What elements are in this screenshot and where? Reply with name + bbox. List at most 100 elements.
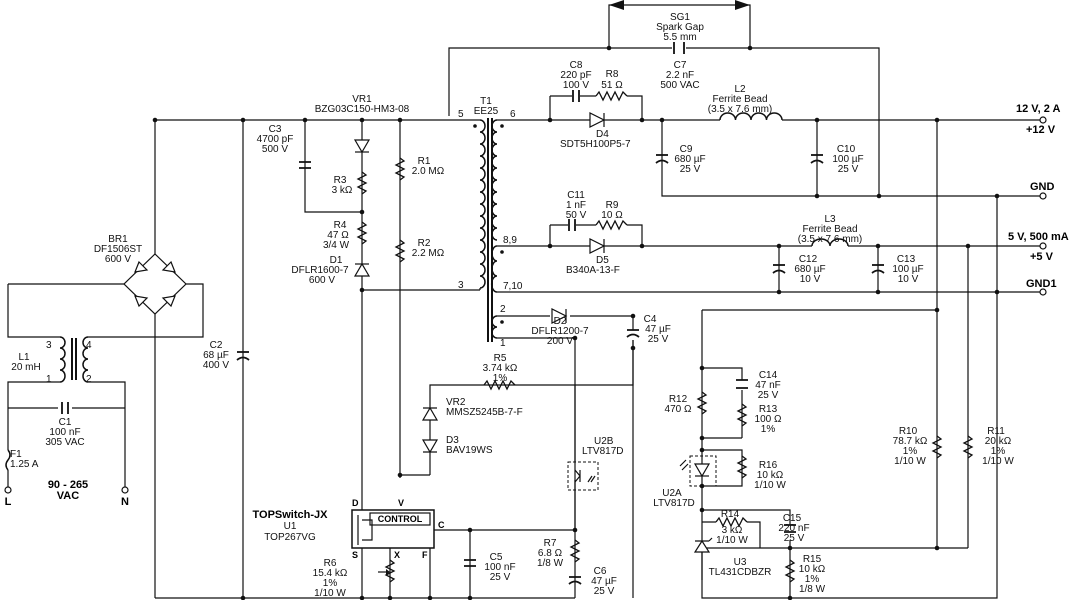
c9-value: 680 µF bbox=[674, 154, 705, 165]
r10-ref: R10 bbox=[899, 426, 918, 437]
c2-value: 68 µF bbox=[203, 350, 229, 361]
c14-value: 47 nF bbox=[755, 380, 781, 391]
capacitor-c12: C12 680 µF 10 V bbox=[772, 254, 826, 285]
r15-rating: 1/8 W bbox=[799, 584, 826, 595]
r15-value: 10 kΩ bbox=[799, 564, 826, 575]
u3-ref: U3 bbox=[734, 557, 747, 568]
u2b-ref: U2B bbox=[594, 436, 614, 447]
c2-rating: 400 V bbox=[203, 360, 229, 371]
c5-rating: 25 V bbox=[490, 572, 511, 583]
r3-value: 3 kΩ bbox=[332, 185, 353, 196]
u3-anode-wire bbox=[701, 552, 790, 599]
r10-tol: 1% bbox=[903, 446, 918, 457]
u3-part: TL431CDBZR bbox=[709, 567, 772, 578]
l3-ref: L3 bbox=[824, 214, 836, 225]
diode-d2: D2 DFLR1200-7 200 V bbox=[531, 308, 589, 347]
r8-value: 51 Ω bbox=[601, 80, 623, 91]
r3-ref: R3 bbox=[334, 175, 347, 186]
resistor-r7: R7 6.8 Ω 1/8 W bbox=[537, 538, 581, 569]
inductor-l2: L2 Ferrite Bead (3.5 x 7.6 mm) bbox=[708, 84, 783, 121]
input-voltage-range: 90 - 265 bbox=[48, 479, 88, 491]
bridge-rectifier-br1: BR1 DF1506ST 600 V bbox=[94, 234, 187, 315]
u1-pin-c: C bbox=[438, 520, 445, 530]
u2b-part: LTV817D bbox=[582, 446, 624, 457]
r10-value: 78.7 kΩ bbox=[893, 436, 928, 447]
r5-tol: 1% bbox=[493, 373, 508, 384]
output-gnd-label: GND bbox=[1030, 181, 1055, 193]
c1-value: 100 nF bbox=[49, 427, 80, 438]
u1-ref: U1 bbox=[284, 521, 297, 532]
resistor-r4: R4 47 Ω 3/4 W bbox=[323, 220, 368, 251]
c13-rating: 10 V bbox=[898, 274, 919, 285]
choke-l1: L1 20 mH 3 4 1 2 bbox=[11, 336, 92, 385]
c11-rating: 50 V bbox=[566, 210, 587, 221]
l3-name: Ferrite Bead bbox=[802, 224, 857, 235]
l1-value: 20 mH bbox=[11, 362, 40, 373]
r6-tol: 1% bbox=[323, 578, 338, 589]
r13-ref: R13 bbox=[759, 404, 778, 415]
transformer-t1: T1 EE25 5 6 3 8,9 7,10 2 1 bbox=[458, 96, 523, 349]
c12-ref: C12 bbox=[799, 254, 818, 265]
r12-ref: R12 bbox=[669, 394, 688, 405]
t1-pin5: 5 bbox=[458, 109, 464, 120]
u2a-ref: U2A bbox=[662, 488, 682, 499]
spark-gap-sg1: SG1 Spark Gap 5.5 mm bbox=[609, 0, 750, 43]
f1-ref: F1 bbox=[10, 449, 22, 460]
r13-value: 100 Ω bbox=[755, 414, 782, 425]
diode-d4: D4 SDT5H100P5-7 bbox=[560, 112, 631, 150]
l1-ref: L1 bbox=[18, 352, 30, 363]
output-12v-spec: 12 V, 2 A bbox=[1016, 103, 1060, 115]
u1-pin-x: X bbox=[394, 550, 400, 560]
output-5v-spec: 5 V, 500 mA bbox=[1008, 231, 1069, 243]
vr2-part: MMSZ5245B-7-F bbox=[446, 407, 523, 418]
r7-ref: R7 bbox=[544, 538, 557, 549]
junctions bbox=[152, 45, 1000, 600]
r7-value: 6.8 Ω bbox=[538, 548, 563, 559]
sg1-ref: SG1 bbox=[670, 12, 690, 23]
r11-rating: 1/10 W bbox=[982, 456, 1014, 467]
r5-value: 3.74 kΩ bbox=[483, 363, 518, 374]
d2-ref: D2 bbox=[554, 316, 567, 327]
t1-pin710: 7,10 bbox=[503, 281, 523, 292]
l2-name: Ferrite Bead bbox=[712, 94, 767, 105]
t1-pin1: 1 bbox=[500, 338, 506, 349]
d1-rating: 600 V bbox=[309, 275, 335, 286]
l3-size: (3.5 x 7.6 mm) bbox=[798, 234, 862, 245]
capacitor-c7: C7 2.2 nF 500 VAC bbox=[660, 42, 700, 91]
c4-ref: C4 bbox=[644, 314, 657, 325]
c12-rating: 10 V bbox=[800, 274, 821, 285]
capacitor-c15: C15 220 nF 25 V bbox=[778, 513, 809, 544]
c9-ref: C9 bbox=[680, 144, 693, 155]
c13-ref: C13 bbox=[897, 254, 916, 265]
r11-tol: 1% bbox=[991, 446, 1006, 457]
r14-ref: R14 bbox=[721, 509, 740, 520]
resistor-r15: R15 10 kΩ 1% 1/8 W bbox=[784, 554, 826, 595]
r8-ref: R8 bbox=[606, 69, 619, 80]
r14-rating: 1/10 W bbox=[716, 535, 748, 546]
resistor-r10: R10 78.7 kΩ 1% 1/10 W bbox=[893, 426, 943, 467]
c3-value: 4700 pF bbox=[257, 134, 294, 145]
resistor-r8: R8 51 Ω bbox=[595, 69, 628, 102]
zener-vr1: VR1 BZG03C150-HM3-08 bbox=[315, 94, 410, 154]
r6-ref: R6 bbox=[324, 558, 337, 569]
c15-ref: C15 bbox=[783, 513, 802, 524]
t1-part: EE25 bbox=[474, 106, 499, 117]
c2-ref: C2 bbox=[210, 340, 223, 351]
d5-ref: D5 bbox=[596, 255, 609, 266]
vr2-ref: VR2 bbox=[446, 397, 466, 408]
capacitor-c11: C11 1 nF 50 V bbox=[566, 190, 587, 231]
capacitor-c9: C9 680 µF 25 V bbox=[655, 144, 706, 175]
vr1-part: BZG03C150-HM3-08 bbox=[315, 104, 410, 115]
u1-part: TOP267VG bbox=[264, 532, 316, 543]
input-voltage-unit: VAC bbox=[57, 490, 79, 502]
capacitor-c4: C4 47 µF 25 V bbox=[626, 314, 671, 345]
diode-d5: D5 B340A-13-F bbox=[566, 238, 630, 276]
r1-ref: R1 bbox=[418, 156, 431, 167]
f1-value: 1.25 A bbox=[10, 459, 39, 470]
r16-ref: R16 bbox=[759, 460, 778, 471]
c11-ref: C11 bbox=[567, 190, 585, 201]
c6-rating: 25 V bbox=[594, 586, 615, 597]
d2-part: DFLR1200-7 bbox=[531, 326, 589, 337]
r2-value: 2.2 MΩ bbox=[412, 248, 445, 259]
